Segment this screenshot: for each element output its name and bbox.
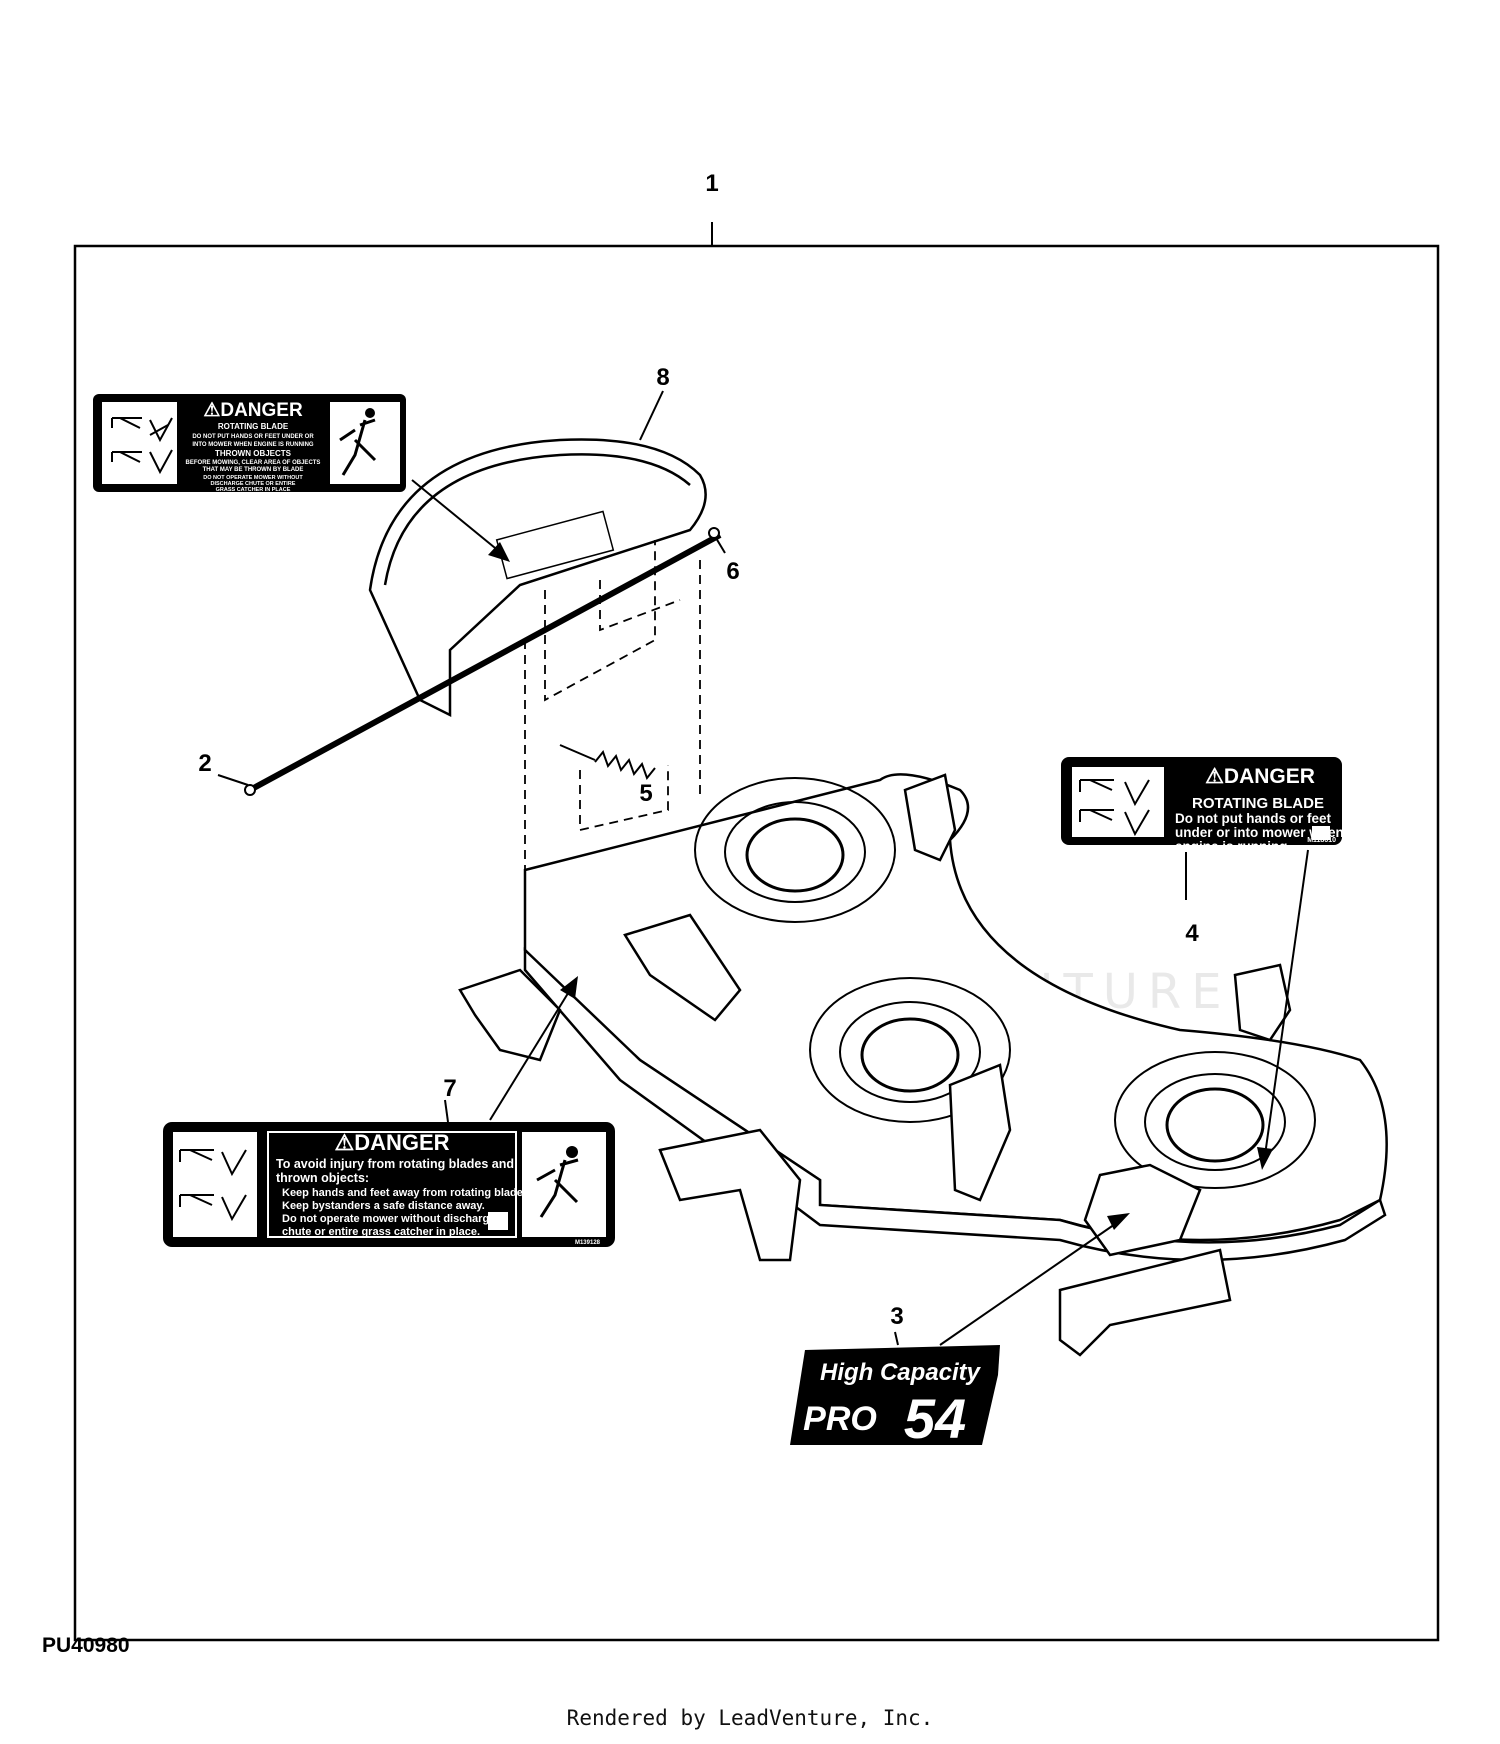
decal-8-line8: DISCHARGE CHUTE OR ENTIRE [211,481,296,487]
decal-4-line1: ROTATING BLADE [1192,795,1324,812]
leader-line-7 [444,1099,449,1123]
mower-deck [523,773,1388,1262]
callout-8: 8 [656,364,669,391]
decal-4-part-no: M118610 [1307,837,1336,844]
decal-8-line6: THAT MAY BE THROWN BY BLADE [203,467,304,473]
decal-8-line1: ROTATING BLADE [218,422,289,431]
decal-7-header: ⚠DANGER [334,1130,449,1155]
decal-7-line2: thrown objects: [276,1171,369,1185]
leader-decal-7 [489,989,571,1121]
retaining-pin [708,527,720,539]
decal-7-part-no: M139128 [575,1240,601,1246]
decal-7-danger: ⚠DANGER To avoid injury from rotating bl… [163,1122,615,1247]
callout-7: 7 [443,1075,456,1102]
decal-7-line1: To avoid injury from rotating blades and [276,1157,514,1171]
callout-2: 2 [198,750,211,777]
callout-5: 5 [639,780,652,807]
assembly-frame [73,244,1440,1642]
leader-line-6 [715,537,726,554]
leader-decal-4-arrow [1257,1147,1273,1170]
decal-4-line3: under or into mower when [1175,825,1344,840]
spindle-opening-right [1114,1051,1316,1189]
hinge-rod-head [244,784,256,796]
decal-7-line4: Keep bystanders a safe distance away. [282,1200,485,1212]
assembly-guide-lines [524,540,701,890]
decal-4-line4: engine is running [1175,839,1288,854]
callout-6: 6 [726,558,739,585]
callout-1: 1 [705,170,718,197]
leader-decal-3-arrow [1107,1213,1130,1230]
hinge-rod [248,532,722,793]
decal-8-line5: BEFORE MOWING, CLEAR AREA OF OBJECTS [186,460,321,466]
decal-3-line1: High Capacity [820,1359,982,1386]
decal-3-number: 54 [904,1387,966,1450]
decal-8-line3: INTO MOWER WHEN ENGINE IS RUNNING [192,442,314,448]
decal-8-line2: DO NOT PUT HANDS OR FEET UNDER OR [192,434,314,440]
leader-line-3 [894,1331,899,1346]
deck-brackets [458,773,1292,1357]
decal-8-line9: GRASS CATCHER IN PLACE [216,487,291,493]
decal-8-header: ⚠DANGER [203,400,303,421]
decal-4-line2: Do not put hands or feet [1175,811,1331,826]
decal-7-line3: Keep hands and feet away from rotating b… [282,1187,532,1199]
spindle-opening-left [694,777,896,923]
decal-8-danger: ⚠DANGER ROTATING BLADE DO NOT PUT HANDS … [93,394,406,493]
footer-credit: Rendered by LeadVenture, Inc. [566,1706,934,1730]
leader-decal-4 [1264,849,1309,1156]
leader-decal-3 [939,1221,1119,1346]
leader-decal-8 [411,479,501,553]
decal-7-line5: Do not operate mower without discharge [282,1213,495,1225]
decal-8-line7: DO NOT OPERATE MOWER WITHOUT [203,475,303,481]
callout-3: 3 [890,1303,903,1330]
callout-4: 4 [1185,920,1199,947]
leader-line-2 [217,774,249,786]
decal-8-line4: THROWN OBJECTS [215,449,292,458]
torsion-spring [559,744,656,781]
decal-4-danger: ⚠DANGER ROTATING BLADE Do not put hands … [1061,757,1344,854]
leader-decal-8-arrow [488,542,510,562]
decal-4-header: ⚠DANGER [1205,765,1315,788]
discharge-chute-deflector [368,438,707,718]
spindle-opening-center [809,977,1011,1123]
decal-3-high-capacity-pro-54: High Capacity PRO 54 [790,1345,1000,1450]
decal-7-line6: chute or entire grass catcher in place. [282,1226,480,1238]
leader-decal-7-arrow [560,976,578,999]
decal-3-line2: PRO [803,1400,877,1438]
leader-line-8 [639,390,664,441]
drawing-id: PU40980 [42,1634,130,1657]
